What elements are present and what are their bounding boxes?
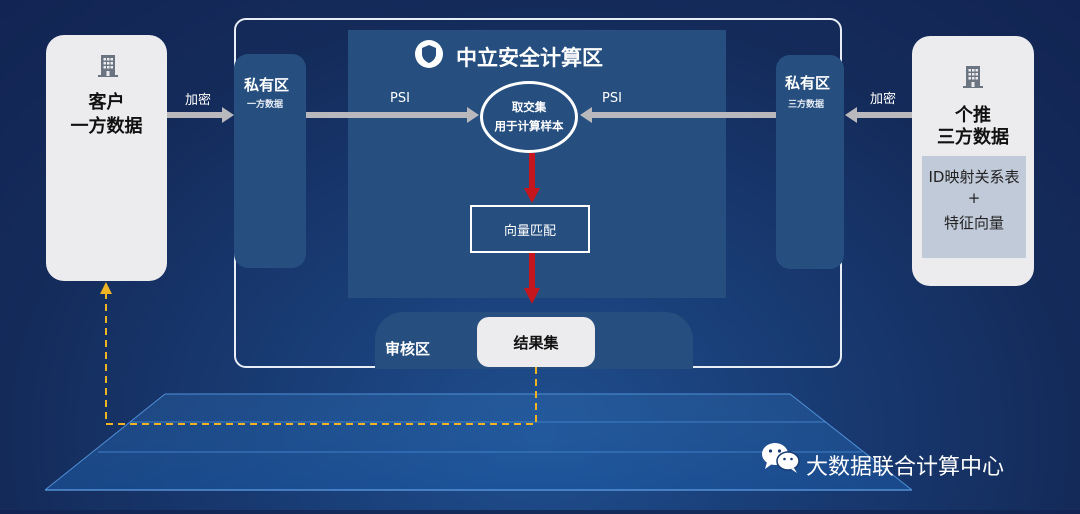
psi-right-label: PSI	[602, 91, 622, 106]
right-private-zone: 私有区 三方数据	[776, 55, 844, 269]
watermark-text: 大数据联合计算中心	[806, 455, 1005, 480]
intersection-node: 取交集 用于计算样本	[480, 81, 578, 153]
secure-zone-title: 中立安全计算区	[456, 46, 603, 70]
building-icon	[963, 66, 983, 88]
encrypt-right-label: 加密	[870, 92, 897, 107]
building-icon	[98, 55, 118, 77]
client-first-party-card: 客户 一方数据	[46, 35, 167, 281]
client-subtitle: 一方数据	[70, 116, 143, 137]
result-set-node: 结果集	[477, 317, 595, 367]
left-private-zone: 私有区 一方数据	[234, 54, 306, 268]
private-zone-title: 私有区	[244, 76, 290, 94]
wechat-icon	[762, 443, 800, 473]
client-title: 客户	[88, 92, 125, 113]
private-zone-subtitle: 一方数据	[247, 100, 284, 110]
getui-subtitle: 三方数据	[937, 127, 1009, 148]
result-set-label: 结果集	[513, 333, 559, 352]
neutral-secure-zone	[348, 30, 726, 298]
map-line-1: ID映射关系表	[928, 168, 1020, 186]
map-line-3: 特征向量	[943, 214, 1004, 232]
audit-label: 审核区	[385, 340, 431, 358]
id-mapping-box: ID映射关系表 + 特征向量	[922, 156, 1026, 258]
vector-match-node: 向量匹配	[470, 205, 590, 253]
map-line-2: +	[967, 189, 981, 207]
encrypt-left-label: 加密	[185, 93, 212, 108]
intersection-line-2: 用于计算样本	[494, 119, 564, 133]
floor-line	[789, 393, 913, 491]
getui-title: 个推	[955, 105, 991, 126]
vector-match-label: 向量匹配	[503, 223, 556, 239]
private-zone-subtitle: 三方数据	[788, 100, 825, 110]
private-zone-title: 私有区	[785, 74, 831, 92]
psi-left-label: PSI	[390, 91, 410, 106]
shield-icon	[415, 40, 443, 68]
intersection-line-1: 取交集	[511, 100, 547, 114]
